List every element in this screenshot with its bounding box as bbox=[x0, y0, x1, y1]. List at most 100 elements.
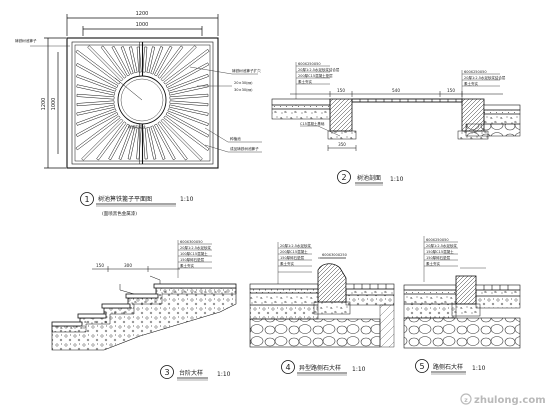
grate-slot bbox=[75, 115, 121, 151]
curb-label-1: 600X250X50 bbox=[426, 238, 449, 242]
grate-slot bbox=[165, 62, 210, 88]
pit-dim-foundation: 350 bbox=[338, 142, 346, 147]
step-dim-riser: 150 bbox=[96, 263, 104, 268]
grate-slot bbox=[168, 84, 209, 96]
grate-callout-slot-dim-2: 30×30(㎜) bbox=[234, 88, 253, 92]
tree-pit-section-drawing: 600X250X50 20厚1:2.5水泥砂浆结合层 200厚C15混凝土垫层 … bbox=[271, 62, 521, 186]
grate-slot-pattern bbox=[74, 44, 211, 162]
grate-slot bbox=[76, 100, 115, 107]
grate-slot bbox=[160, 45, 197, 82]
grate-callout-product: 成品铸铁树池箅子 bbox=[230, 146, 259, 151]
grate-callout-slot-size: 铸铁树池箅子扩穴 bbox=[232, 68, 261, 73]
grate-dim-overall-vertical: 1200 bbox=[41, 98, 47, 111]
special-curb-label-3: 150厚碎石垫层 bbox=[280, 255, 305, 260]
grate-slot bbox=[169, 100, 209, 107]
pit-section-title: 树池剖面 bbox=[357, 174, 381, 182]
special-curb-label-4: 素土夯实 bbox=[280, 261, 294, 266]
pit-label-right-2: 20厚1:2.5水泥砂浆结合层 bbox=[464, 75, 506, 80]
grate-slot bbox=[157, 45, 184, 79]
curb-drawing: 600X250X50 20厚1:2.5水泥砂浆 150厚C15混凝土 150厚碎… bbox=[403, 236, 521, 375]
pit-label-1: 600X250X50 bbox=[298, 62, 321, 66]
step-label-3: 100厚C15混凝土 bbox=[180, 251, 208, 256]
grate-slot bbox=[150, 46, 164, 75]
grate-slot bbox=[146, 46, 156, 74]
pit-label-2: 20厚1:2.5水泥砂浆结合层 bbox=[298, 67, 340, 72]
grate-callout-pit: 种植池 bbox=[230, 136, 241, 141]
pit-label-4: 素土夯实 bbox=[298, 79, 312, 84]
grate-dim-inner-vertical: 1000 bbox=[51, 98, 57, 111]
grate-slot bbox=[142, 46, 148, 73]
grate-slot bbox=[127, 126, 138, 160]
pit-label-base: C15混凝土基础 bbox=[300, 121, 325, 126]
grate-plan-drawing: 1200 1000 1200 1000 铸铁树池箅子 铸铁树池箅子扩穴 20×3… bbox=[15, 11, 262, 217]
grate-plan-scale: 1:10 bbox=[180, 196, 194, 203]
grate-slot bbox=[76, 93, 115, 100]
grate-slot bbox=[154, 123, 176, 161]
curb-number: 5 bbox=[419, 362, 424, 371]
watermark: z zhulong.com bbox=[460, 393, 546, 406]
pit-section-title-block: 2 树池剖面 1:10 bbox=[337, 170, 404, 186]
curb-title: 路侧石大样 bbox=[433, 363, 463, 371]
grate-slot bbox=[100, 45, 127, 79]
grate-slot bbox=[96, 121, 127, 161]
grate-slot bbox=[118, 125, 134, 160]
special-curb-label-2: 200厚C15混凝土 bbox=[280, 249, 308, 254]
grate-slot bbox=[76, 104, 116, 116]
curb-label-3: 150厚C15混凝土 bbox=[426, 249, 454, 254]
special-curb-drawing: 20厚1:2.5水泥砂浆 200厚C15混凝土 150厚碎石垫层 素土夯实 60… bbox=[249, 242, 395, 376]
grate-slot bbox=[75, 62, 119, 88]
curb-scale: 1:10 bbox=[472, 365, 486, 372]
pit-label-right-3: 素土夯实 bbox=[464, 81, 478, 86]
grate-slot bbox=[76, 74, 117, 92]
special-curb-stone bbox=[317, 263, 347, 303]
special-curb-label-stone: 600X300X250 bbox=[322, 253, 347, 257]
grate-outer-frame bbox=[66, 37, 219, 169]
grate-slot bbox=[163, 48, 210, 85]
grate-plan-title-block: 1 树池箅铁篦子平面图 1:10 (面喷黑色金属漆) bbox=[80, 192, 194, 217]
step-label-4: 150厚碎石垫层 bbox=[180, 257, 205, 262]
grate-slot bbox=[108, 123, 130, 161]
step-detail-title-block: 3 台阶大样 1:10 bbox=[160, 365, 231, 381]
grate-slot bbox=[146, 126, 157, 160]
step-label-1: 600X300X50 bbox=[180, 240, 203, 244]
grate-slot bbox=[87, 45, 124, 82]
grate-slot bbox=[136, 127, 142, 160]
special-curb-label-1: 20厚1:2.5水泥砂浆 bbox=[280, 243, 311, 248]
grate-slot bbox=[163, 115, 210, 152]
grate-slot bbox=[150, 125, 166, 160]
special-curb-title: 异型路侧石大样 bbox=[299, 364, 341, 372]
special-curb-number: 4 bbox=[285, 363, 290, 372]
grate-slot bbox=[157, 121, 188, 161]
grate-slot bbox=[128, 46, 138, 74]
curb-label-2: 20厚1:2.5水泥砂浆 bbox=[426, 243, 457, 248]
grate-slot bbox=[76, 108, 117, 126]
grate-plan-note: (面喷黑色金属漆) bbox=[102, 210, 137, 217]
grate-slot bbox=[169, 93, 209, 100]
step-detail-number: 3 bbox=[164, 368, 169, 377]
svg-text:z: z bbox=[464, 397, 468, 404]
special-curb-scale: 1:10 bbox=[352, 366, 366, 373]
curb-label-5: 素土夯实 bbox=[426, 261, 440, 266]
grate-slot bbox=[75, 112, 119, 138]
grate-slot bbox=[154, 45, 173, 77]
grate-plan-title: 树池箅铁篦子平面图 bbox=[98, 195, 152, 203]
pit-section-number: 2 bbox=[341, 173, 346, 182]
grate-slot bbox=[168, 104, 209, 116]
grate-dim-overall: 1200 bbox=[136, 11, 149, 17]
grate-callout-soil: 树池内填土 bbox=[128, 124, 146, 129]
step-detail-drawing: 600X300X50 20厚1:2.5水泥砂浆 100厚C15混凝土 150厚碎… bbox=[51, 240, 237, 381]
grate-plan-number: 1 bbox=[84, 195, 89, 204]
grate-slot bbox=[75, 49, 121, 85]
grate-slot bbox=[136, 46, 142, 73]
grate-slot bbox=[142, 127, 148, 160]
grate-slot bbox=[81, 118, 124, 161]
pit-dim-1: 150 bbox=[337, 88, 345, 93]
grate-slot bbox=[111, 45, 130, 77]
watermark-text: zhulong.com bbox=[474, 395, 546, 406]
grate-slot bbox=[167, 108, 209, 127]
curb-label-4: 150厚碎石垫层 bbox=[426, 255, 451, 260]
pit-dim-2: 540 bbox=[392, 88, 400, 93]
step-label-5: 素土夯实 bbox=[180, 263, 194, 268]
grate-slot bbox=[160, 118, 203, 161]
step-dim-tread: 300 bbox=[124, 263, 132, 268]
